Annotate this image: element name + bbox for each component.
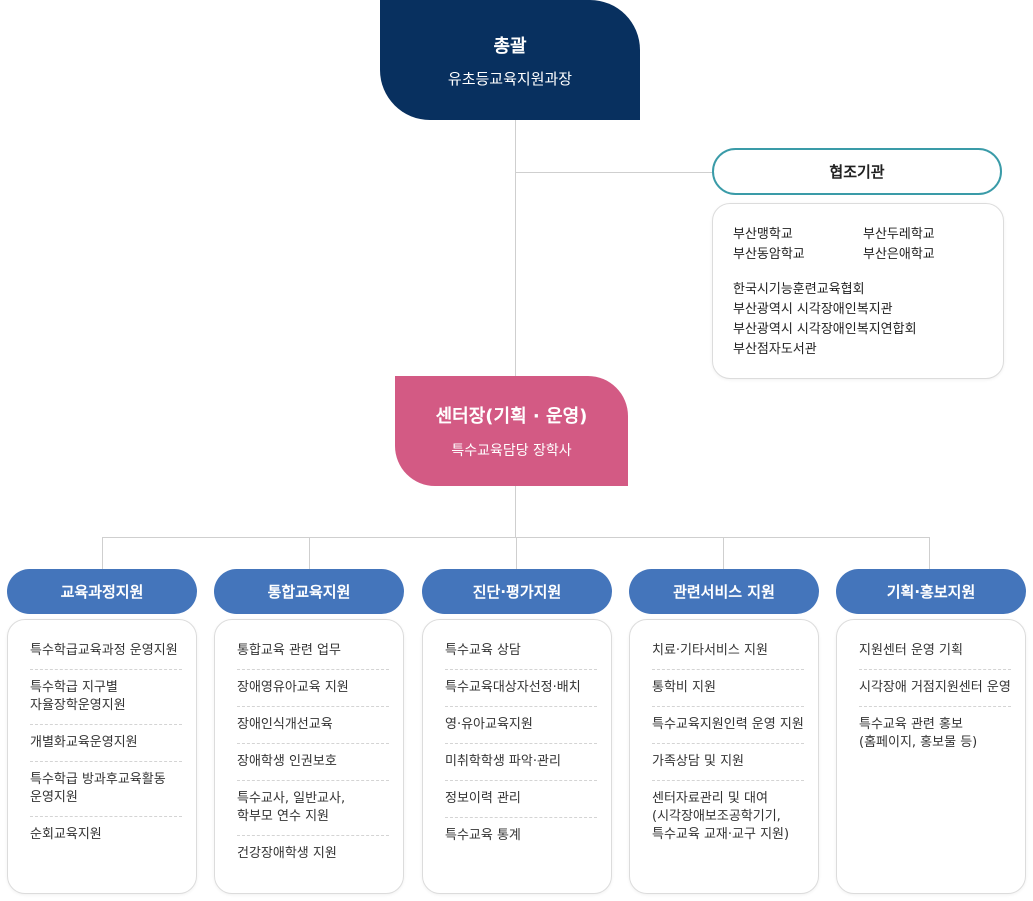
task-item: 장애영유아교육 지원 bbox=[237, 670, 389, 707]
department-task-list: 지원센터 운영 기획 시각장애 거점지원센터 운영 특수교육 관련 홍보 (홈페… bbox=[836, 619, 1026, 894]
cooperating-item: 부산광역시 시각장애인복지연합회 bbox=[733, 322, 917, 337]
task-item: 시각장애 거점지원센터 운영 bbox=[859, 670, 1011, 707]
department-curriculum: 교육과정지원 특수학급교육과정 운영지원 특수학급 지구별 자율장학운영지원 개… bbox=[7, 569, 197, 894]
task-item: 특수학급 지구별 자율장학운영지원 bbox=[30, 670, 182, 725]
task-item: 영·유아교육지원 bbox=[445, 707, 597, 744]
task-item: 미취학학생 파악·관리 bbox=[445, 744, 597, 781]
task-item: 특수교육 통계 bbox=[445, 828, 521, 843]
connector-dept-5 bbox=[929, 537, 930, 569]
department-title: 진단·평가지원 bbox=[422, 569, 612, 614]
task-item: 건강장애학생 지원 bbox=[237, 846, 337, 861]
department-title: 기획·홍보지원 bbox=[836, 569, 1026, 614]
task-item: 장애인식개선교육 bbox=[237, 707, 389, 744]
task-item: 장애학생 인권보호 bbox=[237, 744, 389, 781]
department-task-list: 특수학급교육과정 운영지원 특수학급 지구별 자율장학운영지원 개별화교육운영지… bbox=[7, 619, 197, 894]
cooperating-item: 부산점자도서관 bbox=[733, 342, 817, 357]
department-title: 관련서비스 지원 bbox=[629, 569, 819, 614]
cooperating-item: 부산두레학교 bbox=[863, 227, 935, 242]
cooperating-header: 협조기관 bbox=[712, 148, 1002, 195]
connector-dept-4 bbox=[723, 537, 724, 569]
department-planning-pr: 기획·홍보지원 지원센터 운영 기획 시각장애 거점지원센터 운영 특수교육 관… bbox=[836, 569, 1026, 894]
center-director-title: 센터장(기획 · 운영) bbox=[435, 406, 588, 427]
task-item: 지원센터 운영 기획 bbox=[859, 633, 1011, 670]
department-inclusive: 통합교육지원 통합교육 관련 업무 장애영유아교육 지원 장애인식개선교육 장애… bbox=[214, 569, 404, 894]
cooperating-item: 한국시기능훈련교육협회 bbox=[733, 282, 865, 297]
department-title: 통합교육지원 bbox=[214, 569, 404, 614]
department-diagnosis: 진단·평가지원 특수교육 상담 특수교육대상자선정·배치 영·유아교육지원 미취… bbox=[422, 569, 612, 894]
cooperating-item: 부산광역시 시각장애인복지관 bbox=[733, 302, 893, 317]
cooperating-item: 부산동암학교 bbox=[733, 247, 805, 262]
task-item: 치료·기타서비스 지원 bbox=[652, 633, 804, 670]
top-manager-node: 총괄 유초등교육지원과장 bbox=[380, 0, 640, 120]
connector-dept-1 bbox=[102, 537, 103, 569]
cooperating-item: 부산맹학교 bbox=[733, 227, 793, 242]
department-title: 교육과정지원 bbox=[7, 569, 197, 614]
department-related-services: 관련서비스 지원 치료·기타서비스 지원 통학비 지원 특수교육지원인력 운영 … bbox=[629, 569, 819, 894]
task-item: 특수교육대상자선정·배치 bbox=[445, 670, 597, 707]
task-item: 정보이력 관리 bbox=[445, 781, 597, 818]
connector-dept-horizontal bbox=[102, 537, 929, 538]
task-item: 특수교육 관련 홍보 (홈페이지, 홍보물 등) bbox=[859, 717, 978, 750]
task-item: 통학비 지원 bbox=[652, 670, 804, 707]
task-item: 특수교육지원인력 운영 지원 bbox=[652, 707, 804, 744]
top-manager-subtitle: 유초등교육지원과장 bbox=[447, 69, 573, 88]
task-item: 센터자료관리 및 대여 (시각장애보조공학기기, 특수교육 교재·교구 지원) bbox=[652, 791, 790, 842]
connector-center-down bbox=[515, 486, 516, 537]
task-item: 특수교육 상담 bbox=[445, 633, 597, 670]
task-item: 통합교육 관련 업무 bbox=[237, 633, 389, 670]
top-manager-title: 총괄 bbox=[493, 35, 527, 57]
task-item: 특수교사, 일반교사, 학부모 연수 지원 bbox=[237, 781, 389, 836]
center-director-subtitle: 특수교육담당 장학사 bbox=[451, 443, 572, 459]
connector-coop-horizontal bbox=[515, 172, 712, 173]
center-director-node: 센터장(기획 · 운영) 특수교육담당 장학사 bbox=[395, 376, 628, 486]
task-item: 순회교육지원 bbox=[30, 827, 102, 842]
cooperating-list-box: 부산맹학교 부산두레학교 부산동암학교 부산은애학교 한국시기능훈련교육협회 부… bbox=[712, 203, 1004, 379]
department-task-list: 특수교육 상담 특수교육대상자선정·배치 영·유아교육지원 미취학학생 파악·관… bbox=[422, 619, 612, 894]
connector-dept-3 bbox=[516, 537, 517, 569]
cooperating-org-list: 한국시기능훈련교육협회 부산광역시 시각장애인복지관 부산광역시 시각장애인복지… bbox=[733, 280, 1003, 360]
department-task-list: 통합교육 관련 업무 장애영유아교육 지원 장애인식개선교육 장애학생 인권보호… bbox=[214, 619, 404, 894]
connector-dept-2 bbox=[309, 537, 310, 569]
task-item: 가족상담 및 지원 bbox=[652, 744, 804, 781]
task-item: 특수학급 방과후교육활동 운영지원 bbox=[30, 762, 182, 817]
cooperating-item: 부산은애학교 bbox=[863, 247, 935, 262]
connector-main-vertical bbox=[515, 120, 516, 376]
task-item: 개별화교육운영지원 bbox=[30, 725, 182, 762]
cooperating-school-grid: 부산맹학교 부산두레학교 부산동암학교 부산은애학교 bbox=[733, 226, 1003, 264]
task-item: 특수학급교육과정 운영지원 bbox=[30, 633, 182, 670]
department-task-list: 치료·기타서비스 지원 통학비 지원 특수교육지원인력 운영 지원 가족상담 및… bbox=[629, 619, 819, 894]
